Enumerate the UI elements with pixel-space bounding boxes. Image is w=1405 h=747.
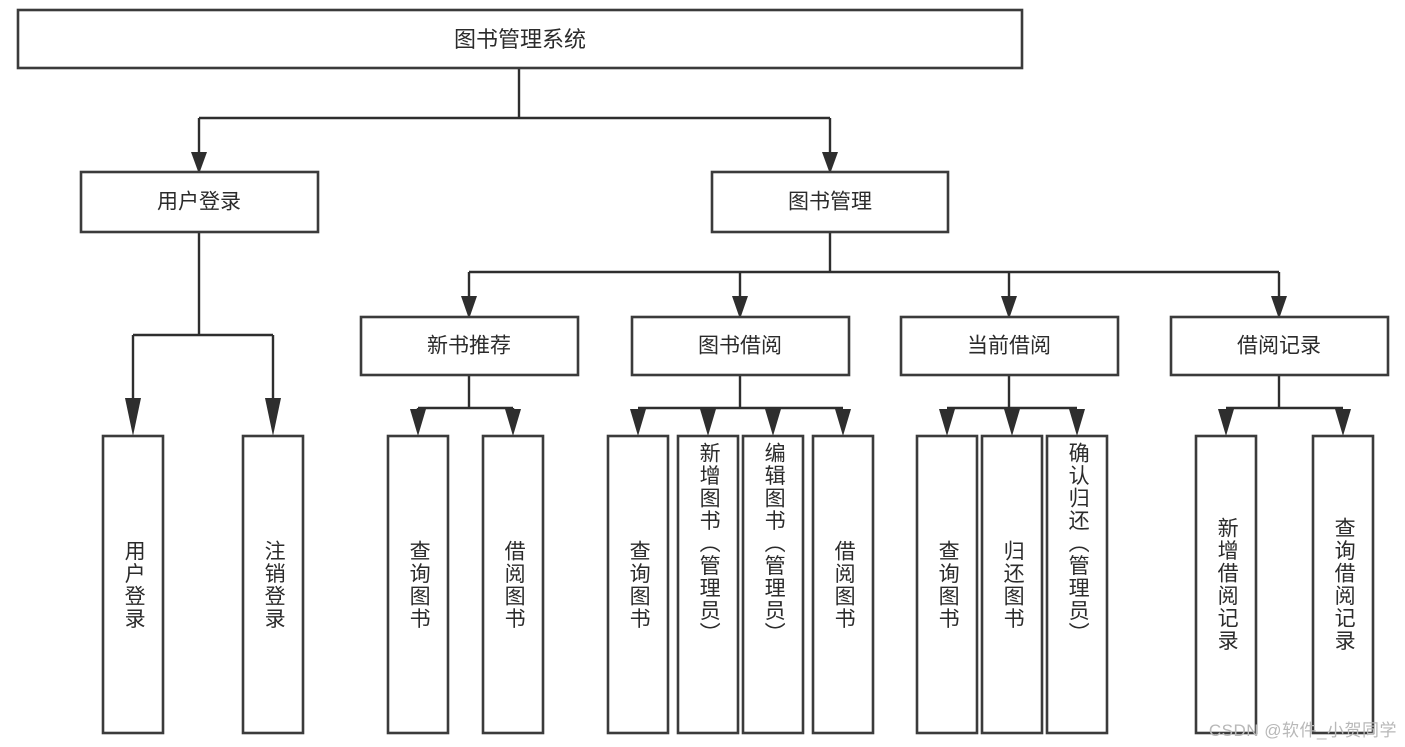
node-leaf2-box[interactable] <box>241 434 305 735</box>
arrowhead-leaf9 <box>939 409 955 436</box>
edge-group-bookmgmt-to-level3 <box>461 232 1287 319</box>
node-leaf13-box[interactable] <box>1311 434 1375 735</box>
node-root-box[interactable] <box>16 8 1024 70</box>
node-leaf12-box[interactable] <box>1194 434 1258 735</box>
node-new-book-recommend[interactable]: 新书推荐 <box>359 315 580 377</box>
arrowhead-leaf8 <box>835 409 851 436</box>
node-current-borrow[interactable]: 当前借阅 <box>899 315 1120 377</box>
edge-group-root-to-level2 <box>191 68 838 174</box>
node-leaf8-box[interactable] <box>811 434 875 735</box>
arrowhead-current <box>1001 296 1017 319</box>
arrowhead-records <box>1271 296 1287 319</box>
node-leaf5-box[interactable] <box>606 434 670 735</box>
arrowhead-leaf2 <box>265 398 281 436</box>
arrowhead-login <box>191 152 207 174</box>
arrowhead-leaf5 <box>630 409 646 436</box>
node-current-borrow-box[interactable] <box>899 315 1120 377</box>
node-leaf4-box[interactable] <box>481 434 545 735</box>
node-leaf1-box[interactable] <box>101 434 165 735</box>
edge-group-newbook-to-leaves <box>410 375 521 436</box>
arrowhead-borrow <box>732 296 748 319</box>
node-user-login-box[interactable] <box>79 170 320 234</box>
edge-group-records-to-leaves <box>1218 375 1351 436</box>
arrowhead-leaf4 <box>505 409 521 436</box>
leaf-boxes <box>101 434 1375 735</box>
arrowhead-leaf12 <box>1218 409 1234 436</box>
arrowhead-leaf11 <box>1069 409 1085 436</box>
arrowhead-leaf3 <box>410 409 426 436</box>
node-leaf9-box[interactable] <box>915 434 979 735</box>
arrowhead-newbook <box>461 296 477 319</box>
node-book-borrow[interactable]: 图书借阅 <box>630 315 851 377</box>
arrowhead-leaf7 <box>765 409 781 436</box>
node-leaf11-box[interactable] <box>1045 434 1109 735</box>
node-leaf3-box[interactable] <box>386 434 450 735</box>
edge-group-login-to-leaves <box>125 232 281 436</box>
node-current-borrow-label: 当前借阅 <box>967 335 1051 358</box>
edge-group-borrow-to-leaves <box>630 375 851 436</box>
node-book-management-label: 图书管理 <box>788 191 872 214</box>
node-root[interactable]: 图书管理系统 <box>16 8 1024 70</box>
arrowhead-leaf10 <box>1004 409 1020 436</box>
edge-group-current-to-leaves <box>939 375 1085 436</box>
node-leaf10-box[interactable] <box>980 434 1044 735</box>
node-leaf6-box[interactable] <box>676 434 740 735</box>
node-book-management-box[interactable] <box>710 170 950 234</box>
node-leaf7-box[interactable] <box>741 434 805 735</box>
node-user-login-label: 用户登录 <box>157 191 241 214</box>
node-book-management[interactable]: 图书管理 <box>710 170 950 234</box>
node-borrow-records-box[interactable] <box>1169 315 1390 377</box>
node-new-book-recommend-box[interactable] <box>359 315 580 377</box>
arrowhead-leaf6 <box>700 409 716 436</box>
node-borrow-records[interactable]: 借阅记录 <box>1169 315 1390 377</box>
node-root-label: 图书管理系统 <box>454 27 586 52</box>
node-book-borrow-label: 图书借阅 <box>698 335 782 358</box>
node-new-book-recommend-label: 新书推荐 <box>427 335 511 358</box>
node-book-borrow-box[interactable] <box>630 315 851 377</box>
node-borrow-records-label: 借阅记录 <box>1237 335 1321 358</box>
node-user-login[interactable]: 用户登录 <box>79 170 320 234</box>
arrowhead-leaf13 <box>1335 409 1351 436</box>
csdn-watermark: CSDN @软件_小贺同学 <box>1208 721 1397 740</box>
arrowhead-bookmgmt <box>822 152 838 174</box>
arrowhead-leaf1 <box>125 398 141 436</box>
